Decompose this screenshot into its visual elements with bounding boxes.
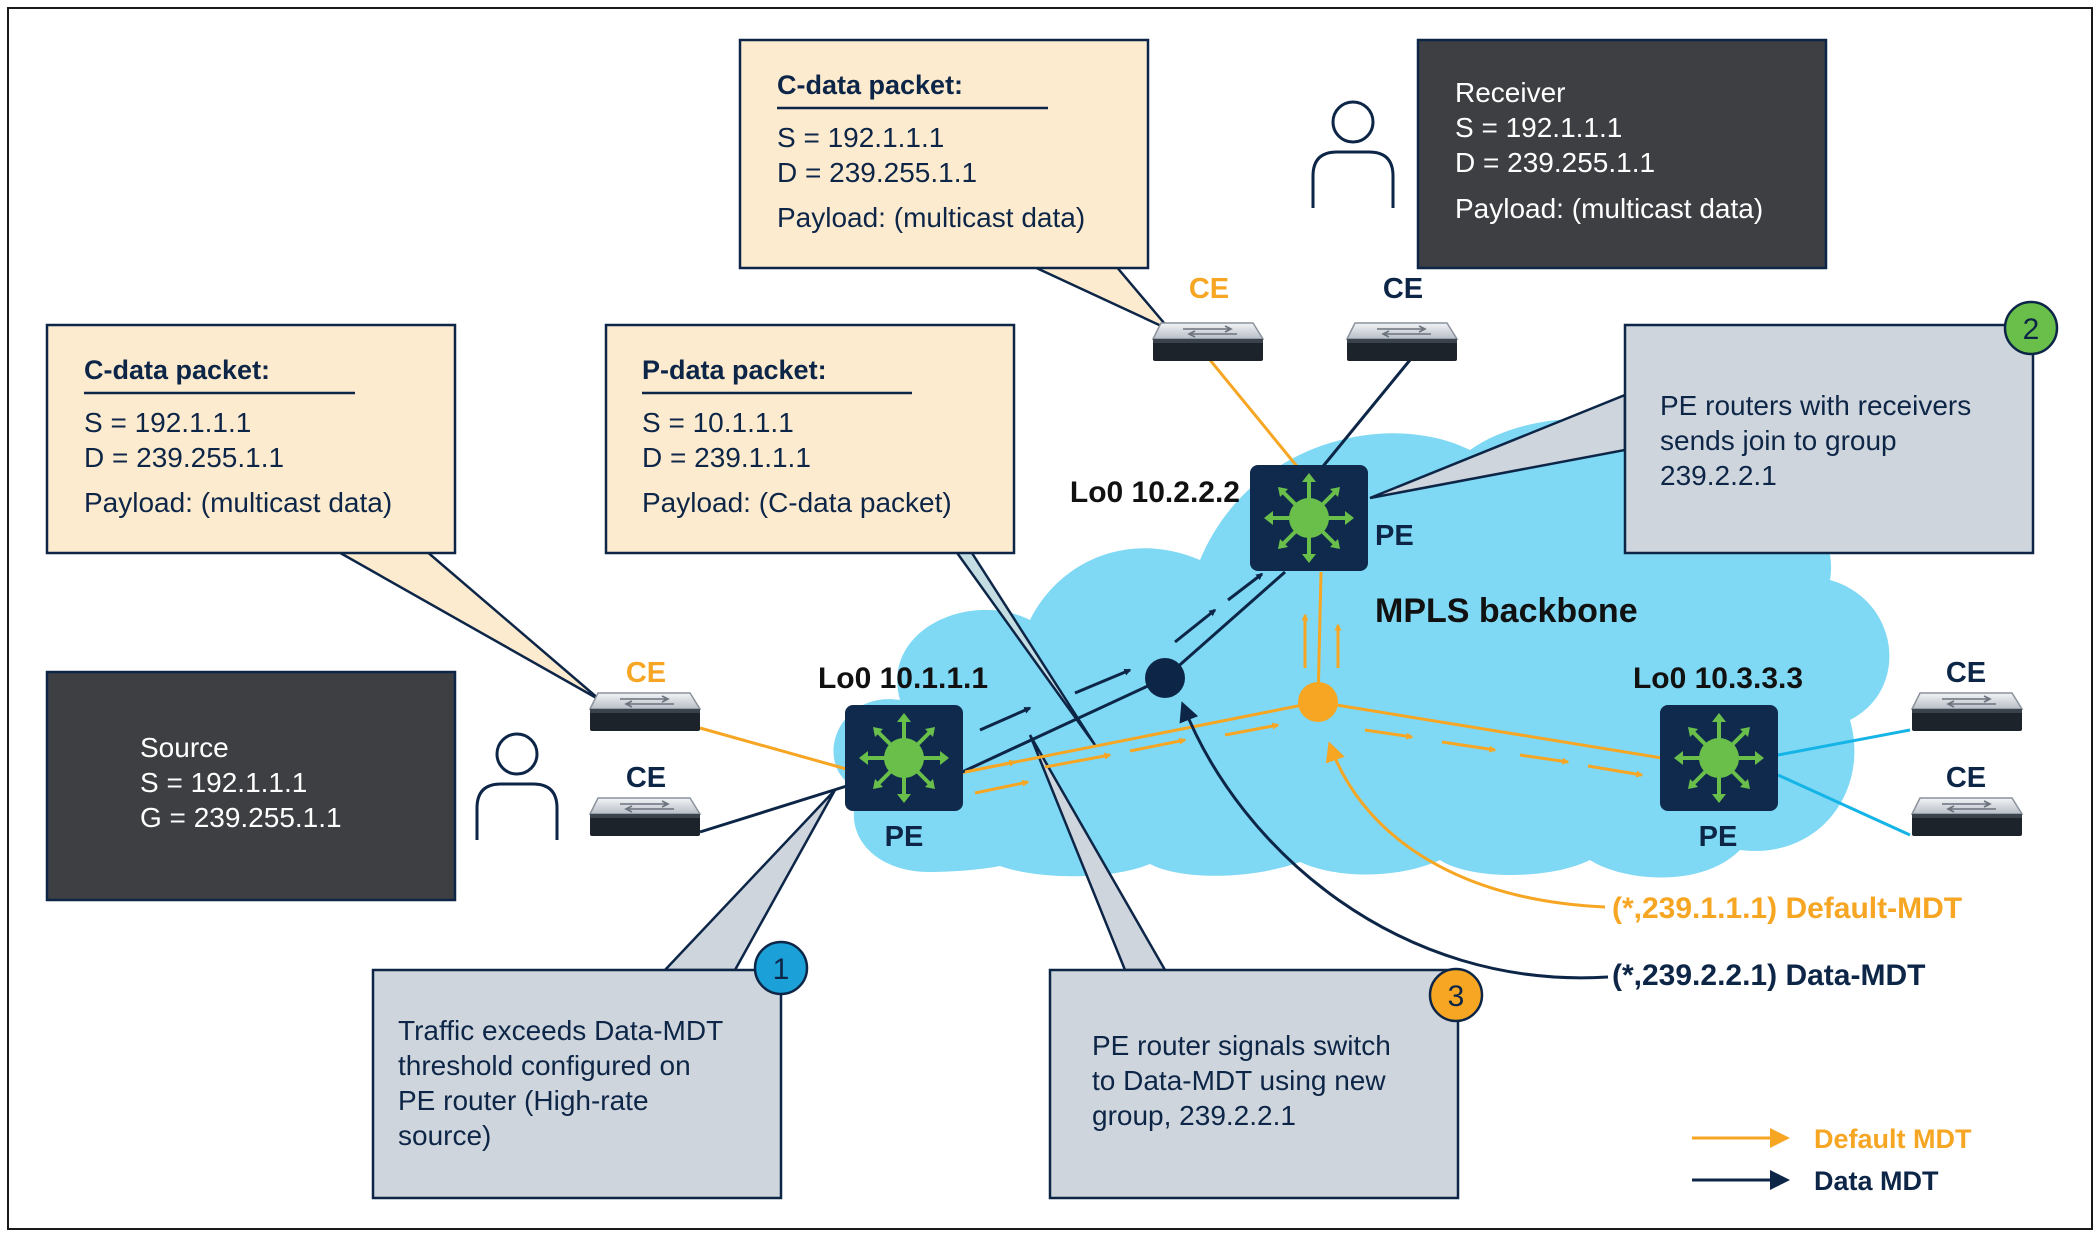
ce-left-bottom-label: CE <box>626 762 666 794</box>
ce-right-bottom-switch-icon <box>1911 797 2023 837</box>
legend-data-label: Data MDT <box>1814 1166 1939 1196</box>
step3-badge-number: 3 <box>1448 980 1465 1013</box>
link-ce-top-left-pe-top <box>1208 359 1302 471</box>
source-box: Source S = 192.1.1.1 G = 239.255.1.1 <box>45 670 457 902</box>
source-line2: G = 239.255.1.1 <box>140 802 342 833</box>
callout-step3-line3: group, 239.2.2.1 <box>1092 1100 1296 1131</box>
pe-top-loopback: Lo0 10.2.2.2 <box>1070 476 1240 509</box>
source-title: Source <box>140 732 229 763</box>
receiver-person-icon <box>1311 100 1395 210</box>
link-orange-hub-pe-right <box>1317 700 1663 760</box>
c-data-packet-left-title: C-data packet: <box>84 355 270 385</box>
pe-left-loopback: Lo0 10.1.1.1 <box>818 662 988 695</box>
ce-right-bottom-label: CE <box>1946 762 1986 794</box>
ce-top-right-label: CE <box>1383 273 1423 305</box>
ce-top-right-switch-icon <box>1346 322 1458 362</box>
receiver-line2: D = 239.255.1.1 <box>1455 147 1655 178</box>
source-person-icon <box>475 732 559 842</box>
ce-left-top-label: CE <box>626 657 666 689</box>
callout-step2-line1: PE routers with receivers <box>1660 390 1971 421</box>
c-data-packet-top: C-data packet: S = 192.1.1.1 D = 239.255… <box>738 38 1150 270</box>
pe-right-loopback: Lo0 10.3.3.3 <box>1633 662 1803 695</box>
callout-step1-line4: source) <box>398 1120 491 1151</box>
navy-hub <box>1145 658 1185 698</box>
legend: Default MDT Data MDT <box>1692 1124 1972 1196</box>
ce-top-left-switch-icon <box>1152 322 1264 362</box>
pe-top-router-icon <box>1248 463 1370 573</box>
c-data-packet-left-line2: D = 239.255.1.1 <box>84 442 284 473</box>
link-pe-right-ce-right-top <box>1777 728 1911 757</box>
c-data-packet-left-line3: Payload: (multicast data) <box>84 487 392 518</box>
diagram-frame <box>7 7 2093 1230</box>
ce-right-top-switch-icon <box>1911 692 2023 732</box>
callout-step1: Traffic exceeds Data-MDT threshold confi… <box>371 940 809 1200</box>
receiver-line1: S = 192.1.1.1 <box>1455 112 1622 143</box>
p-data-packet-line1: S = 10.1.1.1 <box>642 407 794 438</box>
c-data-packet-top-title: C-data packet: <box>777 70 963 100</box>
data-mdt-flow-arrows <box>979 572 1264 732</box>
link-ce-left-bottom-pe-left <box>699 783 851 834</box>
receiver-box: Receiver S = 192.1.1.1 D = 239.255.1.1 P… <box>1416 38 1828 270</box>
default-mdt-flow-arrows <box>964 613 1644 795</box>
link-pe-right-ce-right-bottom <box>1777 773 1911 837</box>
pe-top-label: PE <box>1375 520 1414 552</box>
pe-right-router-icon <box>1658 703 1780 813</box>
callout-step2-line3: 239.2.2.1 <box>1660 460 1777 491</box>
link-ce-top-right-pe-top <box>1318 359 1412 471</box>
c-data-packet-left: C-data packet: S = 192.1.1.1 D = 239.255… <box>45 323 457 555</box>
step2-badge <box>2003 300 2059 356</box>
default-mdt-tree-label: (*,239.1.1.1) Default-MDT <box>1612 892 1962 925</box>
ce-left-bottom-switch-icon <box>589 797 701 837</box>
link-orange-hub-pe-top <box>1316 571 1323 703</box>
callout-step3-line1: PE router signals switch <box>1092 1030 1391 1061</box>
ce-left-top-switch-icon <box>589 692 701 732</box>
link-pe-left-navy-hub <box>959 676 1166 775</box>
p-data-packet: P-data packet: S = 10.1.1.1 D = 239.1.1.… <box>604 323 1016 555</box>
ce-top-left-label: CE <box>1189 273 1229 305</box>
p-data-packet-line3: Payload: (C-data packet) <box>642 487 952 518</box>
c-data-packet-top-line1: S = 192.1.1.1 <box>777 122 944 153</box>
data-mdt-pointer <box>1179 701 1609 980</box>
link-pe-left-orange-hub <box>959 700 1319 775</box>
receiver-line3: Payload: (multicast data) <box>1455 193 1763 224</box>
p-data-packet-line2: D = 239.1.1.1 <box>642 442 811 473</box>
data-mdt-tree-label: (*,239.2.2.1) Data-MDT <box>1612 959 1925 992</box>
orange-hub <box>1298 682 1338 722</box>
callout-tail-c-data-top <box>1029 263 1171 332</box>
step3-badge <box>1428 967 1484 1023</box>
callout-step1-line2: threshold configured on <box>398 1050 691 1081</box>
ce-right-top-label: CE <box>1946 657 1986 689</box>
p-data-packet-title: P-data packet: <box>642 355 827 385</box>
step2-badge-number: 2 <box>2023 313 2040 346</box>
callout-step3-line2: to Data-MDT using new <box>1092 1065 1386 1096</box>
backbone-label: MPLS backbone <box>1375 592 1638 630</box>
receiver-title: Receiver <box>1455 77 1565 108</box>
c-data-packet-left-line1: S = 192.1.1.1 <box>84 407 251 438</box>
step1-badge <box>753 940 809 996</box>
pe-left-router-icon <box>843 703 965 813</box>
link-ce-left-top-pe-left <box>699 726 851 772</box>
callout-step1-line3: PE router (High-rate <box>398 1085 649 1116</box>
source-line1: S = 192.1.1.1 <box>140 767 307 798</box>
pe-left-label: PE <box>885 821 924 853</box>
c-data-packet-top-line3: Payload: (multicast data) <box>777 202 1085 233</box>
callout-step2-line2: sends join to group <box>1660 425 1897 456</box>
c-data-packet-top-line2: D = 239.255.1.1 <box>777 157 977 188</box>
default-mdt-pointer <box>1325 741 1606 909</box>
callout-step1-line1: Traffic exceeds Data-MDT <box>398 1015 723 1046</box>
callout-step2: PE routers with receivers sends join to … <box>1623 300 2059 555</box>
step1-badge-number: 1 <box>773 953 790 986</box>
legend-default-label: Default MDT <box>1814 1124 1972 1154</box>
callout-step3: PE router signals switch to Data-MDT usi… <box>1048 967 1484 1200</box>
link-navy-hub-pe-top <box>1164 570 1286 680</box>
pe-right-label: PE <box>1699 821 1738 853</box>
